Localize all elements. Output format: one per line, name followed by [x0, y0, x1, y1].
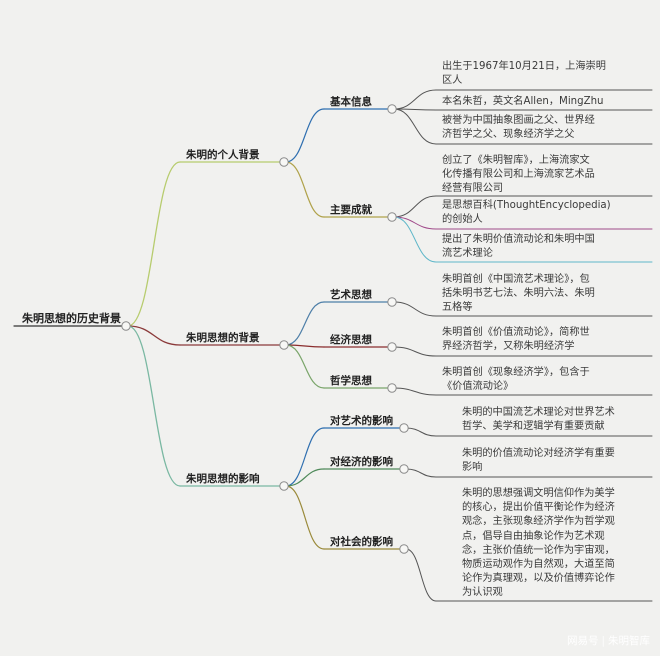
connector-leaf-0-0-0 [393, 89, 437, 110]
node-dot-child-0-0 [387, 104, 397, 114]
connector-root-branch-0 [127, 161, 181, 327]
node-dot-child-2-2 [399, 544, 409, 554]
node-dot-child-0-1 [387, 212, 397, 222]
node-dot-branch-1 [279, 340, 289, 350]
node-economic-thought: 经济思想 [330, 334, 372, 346]
leaf-founded-companies: 创立了《朱明智库》，上海流家文 化传播有限公司和上海流家艺术品 经营有限公司 [442, 155, 595, 195]
node-dot-child-2-1 [399, 464, 409, 474]
node-dot-child-1-0 [387, 297, 397, 307]
branch-personal-background: 朱明的个人背景 [186, 149, 260, 161]
leaf-influence-society: 朱明的思想强调文明信仰作为美学 的核心，提出价值平衡论作为经济 观念，主张现象经… [462, 488, 615, 599]
connector-leaf-2-1-0 [405, 468, 437, 478]
branch-thought-background: 朱明思想的背景 [186, 332, 260, 344]
connector-branch-1-child-2 [285, 344, 325, 389]
leaf-phenomenal-economics: 朱明首创《现象经济学》，包含于 《价值流动论》 [442, 367, 590, 393]
node-dot-child-1-1 [387, 342, 397, 352]
node-influence-society: 对社会的影响 [330, 536, 393, 548]
node-main-achievements: 主要成就 [330, 204, 372, 216]
connector-branch-1-child-1 [285, 344, 325, 348]
connector-root-branch-1 [127, 325, 181, 346]
connector-branch-1-child-0 [285, 301, 325, 346]
leaf-honors: 被誉为中国抽象图画之父、世界经 济哲学之父、现象经济学之父 [442, 115, 595, 141]
connector-leaf-2-2-0 [405, 548, 437, 602]
connector-root-branch-2 [127, 325, 181, 487]
connector-leaf-0-0-1 [393, 108, 437, 111]
node-influence-art: 对艺术的影响 [330, 415, 393, 427]
connector-branch-0-child-1 [285, 161, 325, 218]
leaf-influence-art: 朱明的中国流艺术理论对世界艺术 哲学、美学和逻辑学有重要贡献 [462, 407, 615, 433]
node-dot-child-2-0 [399, 423, 409, 433]
leaf-birth: 出生于1967年10月21日，上海崇明 区人 [442, 61, 606, 87]
watermark: 网易号|朱明智库 [566, 635, 650, 647]
leaf-names: 本名朱哲，英文名Allen，MingZhu [442, 96, 604, 107]
connector-branch-2-child-2 [285, 485, 325, 550]
leaf-influence-economy: 朱明的价值流动论对经济学有重要 影响 [462, 448, 615, 474]
connector-leaf-0-1-0 [393, 195, 437, 218]
watermark-author: 朱明智库 [608, 635, 650, 647]
connector-branch-2-child-0 [285, 427, 325, 487]
leaf-thought-encyclopedia: 是思想百科(ThoughtEncyclopedia) 的创始人 [442, 200, 611, 226]
leaf-value-flow: 朱明首创《价值流动论》，简称世 界经济哲学，又称朱明经济学 [442, 327, 590, 353]
connector-leaf-0-0-2 [393, 108, 437, 145]
node-dot-root [121, 321, 131, 331]
connector-branch-0-child-0 [285, 108, 325, 163]
connector-leaf-0-1-2 [393, 216, 437, 263]
node-influence-economy: 对经济的影响 [330, 456, 393, 468]
connector-leaf-1-2-0 [393, 387, 437, 396]
node-basic-info: 基本信息 [330, 96, 372, 108]
connector-leaf-2-0-0 [405, 427, 437, 437]
connector-leaf-1-1-0 [393, 346, 437, 357]
node-philosophy-thought: 哲学思想 [330, 375, 372, 387]
branch-thought-influence: 朱明思想的影响 [186, 473, 260, 485]
node-dot-child-1-2 [387, 383, 397, 393]
watermark-source: 网易号 [566, 635, 599, 647]
leaf-proposed-theories: 提出了朱明价值流动论和朱明中国 流艺术理论 [442, 234, 595, 260]
connector-leaf-1-0-0 [393, 301, 437, 317]
node-art-thought: 艺术思想 [330, 289, 372, 301]
leaf-art-theory: 朱明首创《中国流艺术理论》，包 括朱明书艺七法、朱明六法、朱明 五格等 [442, 274, 595, 314]
connector-branch-2-child-1 [285, 468, 325, 487]
node-dot-branch-2 [279, 481, 289, 491]
node-dot-branch-0 [279, 157, 289, 167]
root-node: 朱明思想的历史背景 [22, 312, 121, 325]
